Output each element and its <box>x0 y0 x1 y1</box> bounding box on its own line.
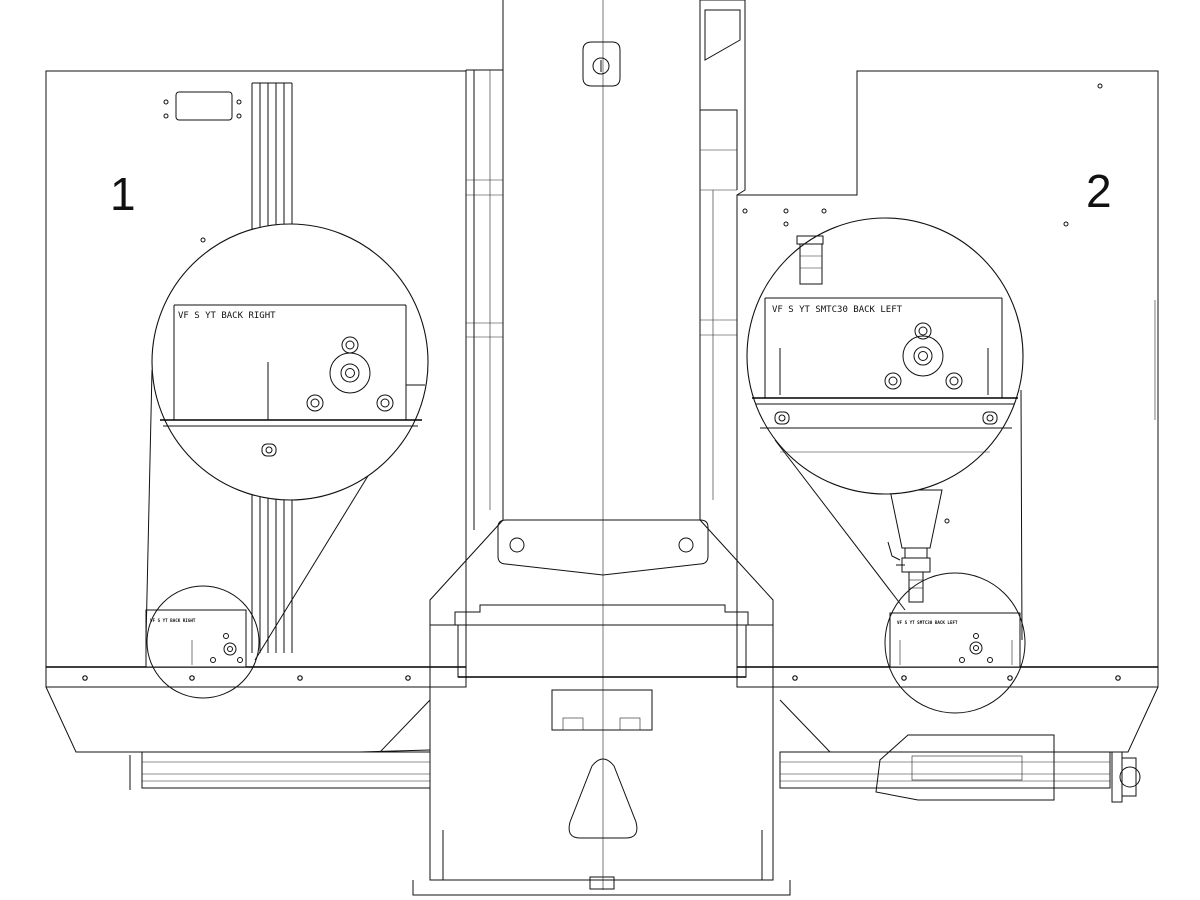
right-small-label: VF S YT SMTC30 BACK LEFT <box>897 620 958 625</box>
right-leader-line-b <box>1020 389 1023 641</box>
right-small-magnifier-ring <box>884 572 1026 714</box>
left-detail-magnifier: VF S YT BACK RIGHT <box>151 223 429 501</box>
left-small-magnifier-ring <box>146 585 260 699</box>
right-leader-line-a <box>774 439 906 611</box>
left-leader-line-a <box>145 369 153 641</box>
callout-number-2: 2 <box>1086 165 1112 217</box>
central-column <box>412 0 791 896</box>
right-detail-magnifier: VF S YT SMTC30 BACK LEFT <box>746 217 1024 495</box>
callout-number-1: 1 <box>110 168 136 220</box>
left-small-plate: VF S YT BACK RIGHT <box>145 609 247 668</box>
right-small-plate: VF S YT SMTC30 BACK LEFT <box>889 612 1021 668</box>
right-detail-label: VF S YT SMTC30 BACK LEFT <box>772 305 903 315</box>
left-small-label: VF S YT BACK RIGHT <box>150 618 196 623</box>
left-detail-label: VF S YT BACK RIGHT <box>178 311 276 321</box>
